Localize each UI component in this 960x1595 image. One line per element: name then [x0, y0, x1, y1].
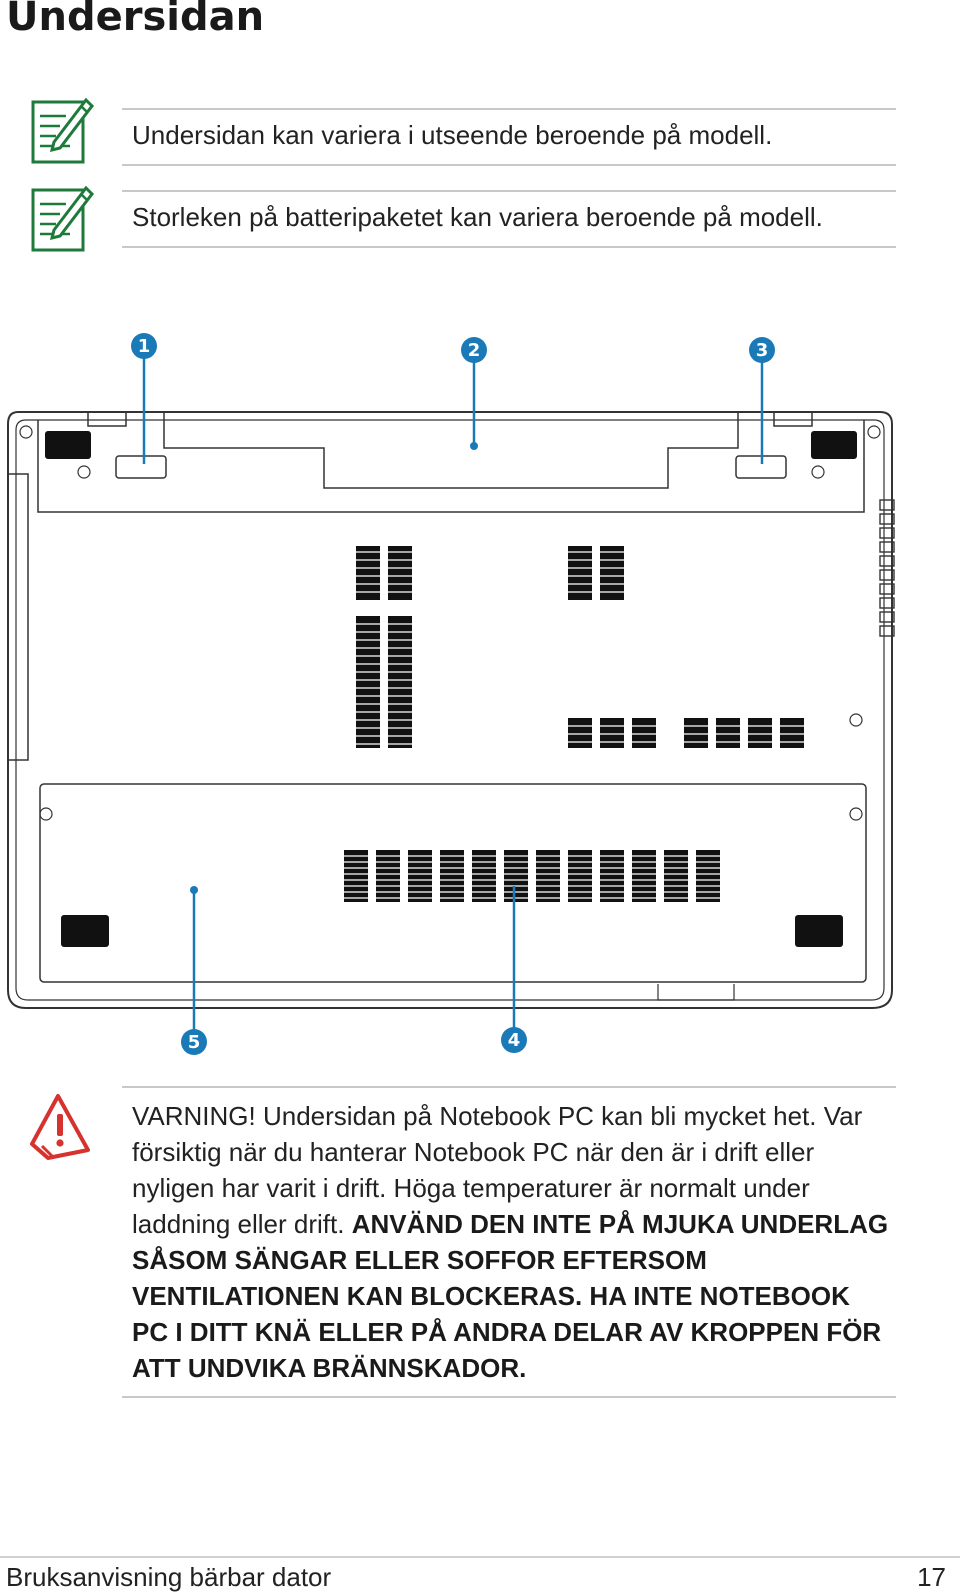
callout-label: 1: [138, 336, 151, 357]
battery-lock-left: [115, 455, 167, 479]
callout-2: 2: [461, 337, 487, 363]
page-title: Undersidan: [6, 0, 265, 40]
note-text: Storleken på batteripaketet kan variera …: [132, 202, 823, 232]
note-rule-bottom: [122, 164, 896, 166]
laptop-outline: [7, 411, 893, 1009]
warning-rule-bottom: [122, 1396, 896, 1398]
callout-label: 5: [188, 1032, 201, 1053]
note-rule-top: [122, 108, 896, 110]
note-pencil-icon: [31, 185, 94, 252]
warning-text: VARNING! Undersidan på Notebook PC kan b…: [132, 1098, 892, 1386]
battery-compartment: [37, 420, 865, 513]
callout-5: 5: [181, 1029, 207, 1055]
note-rule-bottom: [122, 246, 896, 248]
warning-triangle-icon: [30, 1094, 90, 1160]
footer-rule: [0, 1556, 960, 1558]
warning-bold-text: ANVÄND DEN INTE PÅ MJUKA UNDERLAG SÅSOM …: [132, 1209, 889, 1383]
callout-label: 3: [756, 340, 769, 361]
footer-title: Bruksanvisning bärbar dator: [6, 1562, 332, 1592]
note-pencil-icon: [31, 97, 94, 164]
note-text: Undersidan kan variera i utseende beroen…: [132, 120, 773, 150]
callout-label: 4: [508, 1030, 521, 1051]
bottom-cover-panel: [39, 783, 867, 983]
callout-4: 4: [501, 1027, 527, 1053]
laptop-underside-diagram: 1 2 3 4 5: [7, 333, 895, 1055]
note-2: Storleken på batteripaketet kan variera …: [0, 176, 960, 252]
note-rule-top: [122, 190, 896, 192]
warning-normal-text: VARNING! Undersidan på Notebook PC kan b…: [132, 1101, 863, 1239]
page-number: 17: [917, 1562, 946, 1592]
callout-label: 2: [468, 340, 481, 361]
note-1: Undersidan kan variera i utseende beroen…: [0, 94, 960, 170]
callout-3: 3: [749, 337, 775, 363]
warning-rule-top: [122, 1086, 896, 1088]
callout-1: 1: [131, 333, 157, 359]
